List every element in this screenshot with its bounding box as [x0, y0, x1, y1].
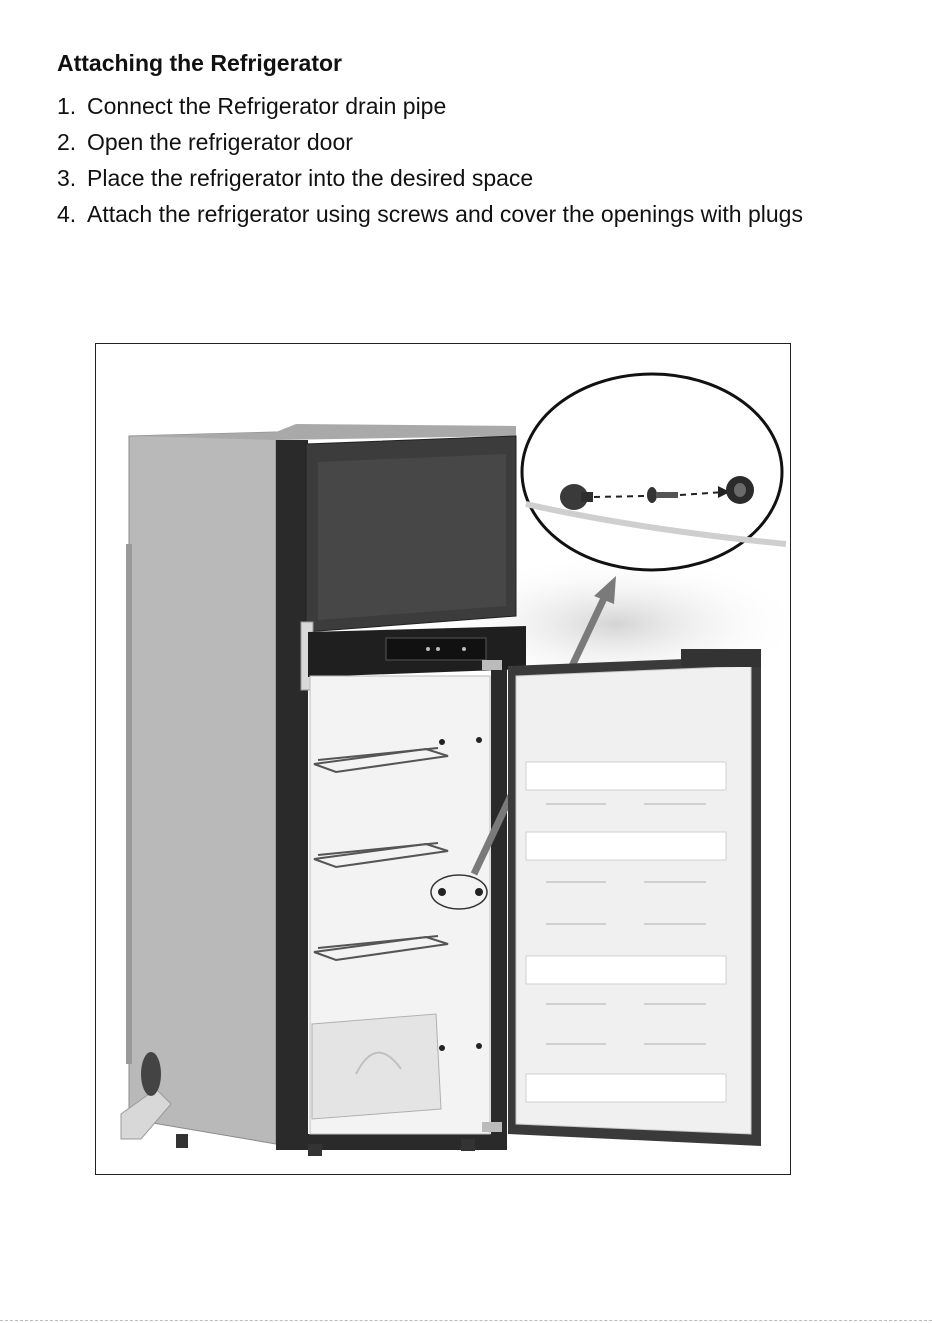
page-title: Attaching the Refrigerator: [57, 50, 342, 77]
step-number: 2.: [57, 124, 76, 160]
fridge-foot: [176, 1134, 188, 1148]
control-button-icon: [436, 647, 440, 651]
fridge-foot: [308, 1144, 322, 1156]
step-text: Open the refrigerator door: [87, 129, 353, 155]
step-number: 4.: [57, 196, 76, 232]
step-number: 1.: [57, 88, 76, 124]
page-bottom-rule: [0, 1320, 932, 1321]
step-item: 2. Open the refrigerator door: [57, 124, 837, 160]
door-bin: [526, 1074, 726, 1102]
refrigerator-illustration-frame: [95, 343, 791, 1175]
screw-hole-opening-icon: [726, 476, 754, 504]
hinge: [482, 1122, 502, 1132]
step-text: Place the refrigerator into the desired …: [87, 165, 533, 191]
fridge-side-panel: [129, 432, 276, 1144]
step-number: 3.: [57, 160, 76, 196]
step-item: 1. Connect the Refrigerator drain pipe: [57, 88, 837, 124]
door-bin: [526, 762, 726, 790]
refrigerator-illustration: [96, 344, 790, 1174]
door-bin: [526, 956, 726, 984]
crisper-drawer: [312, 1014, 441, 1119]
open-door-inner: [516, 666, 751, 1134]
step-item: 4. Attach the refrigerator using screws …: [57, 196, 837, 232]
step-text: Attach the refrigerator using screws and…: [87, 201, 803, 227]
step-text: Connect the Refrigerator drain pipe: [87, 93, 446, 119]
control-button-icon: [426, 647, 430, 651]
door-bin: [526, 832, 726, 860]
hinge: [482, 660, 502, 670]
fridge-front-frame-right: [491, 664, 507, 1150]
door-top-bracket: [681, 649, 761, 667]
side-vent: [126, 544, 132, 1064]
freezer-door-panel: [318, 454, 506, 620]
fridge-foot: [461, 1139, 475, 1151]
control-button-icon: [462, 647, 466, 651]
fridge-front-frame-left: [276, 440, 308, 1150]
step-item: 3. Place the refrigerator into the desir…: [57, 160, 837, 196]
instruction-steps: 1. Connect the Refrigerator drain pipe 2…: [57, 88, 837, 232]
wheel: [141, 1052, 161, 1096]
